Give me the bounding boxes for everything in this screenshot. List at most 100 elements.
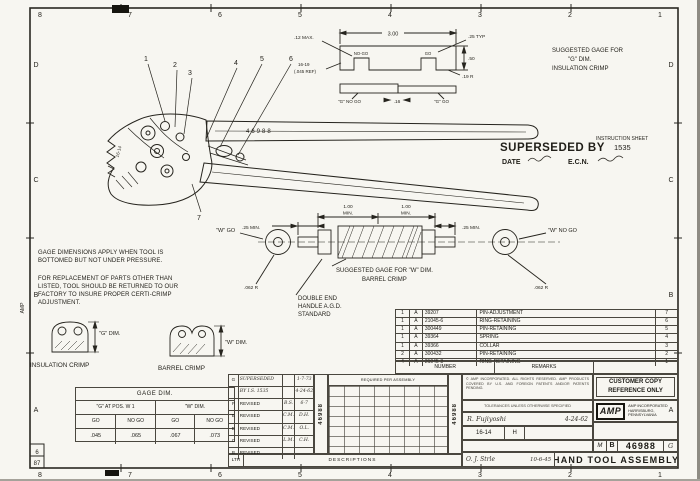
loc-cell: M [597, 443, 603, 449]
wire-range-row: 16-14 H [462, 426, 593, 440]
drawing-name-block [593, 422, 678, 440]
part-description: COLLAR [476, 342, 655, 350]
rev-ltr: G [231, 377, 236, 382]
table-row: 1 A 300449 PIN-RETAINING 5 [396, 325, 677, 334]
part-item: 6 [655, 318, 677, 326]
insulation-crimp-caption: INSULATION CRIMP [30, 362, 89, 369]
callout-leaders [147, 63, 292, 213]
rev-ltr: F [231, 401, 235, 407]
superseded-by-text: SUPERSEDED BY [500, 142, 605, 154]
gage-table-title: GAGE DIM. [136, 391, 174, 397]
vertical-drawing-number: 46988 [448, 374, 462, 454]
gage-g-edge-go: "G" GO [434, 99, 449, 104]
rev-desc: REVISED [237, 423, 282, 435]
rev-by: B.S. [281, 399, 295, 411]
part-qty: 2 [401, 350, 404, 357]
superseded-stamp: SUPERSEDED BY INSTRUCTION SHEET 1535 DAT… [500, 136, 648, 166]
drawn-by-signature: R. Fujiyoshi [467, 415, 507, 423]
gage-g-title-2: "G" DIM. [568, 57, 592, 63]
gage-g-max-dim: .12 MAX. [294, 35, 314, 41]
callout-7: 7 [197, 215, 201, 222]
callout-2: 2 [173, 62, 177, 69]
pivot-linkage [207, 145, 249, 166]
revision-row: C REVISED L.M. C.H. [229, 434, 313, 447]
wire-code-value: H [504, 427, 524, 439]
revision-header-strip: LTR DESCRIPTIONS [228, 454, 462, 467]
part-code: A [408, 350, 422, 358]
copyright-note: © AMP INCORPORATED. ALL RIGHTS RESERVED.… [462, 374, 593, 400]
callout-6: 6 [289, 56, 293, 63]
part-qty: 1 [401, 334, 404, 341]
revision-row: E REVISED C.M. D.H. [229, 410, 313, 423]
drawing-number-row: M B 46988 G [593, 440, 678, 452]
upper-handle [205, 120, 539, 142]
parts-footer-number: NUMBER [434, 364, 456, 370]
gage-table-group-w: "W" DIM. [155, 401, 234, 414]
company-block: AMP AMP INCORPORATED HARRISBURG, PENNSYL… [593, 400, 678, 422]
gage-table-header: GO [91, 418, 100, 424]
wire-range-value: 16-14 [475, 430, 492, 436]
part-description: SPRING [476, 334, 655, 342]
gage-g-ref-note-1: 16-19 [298, 62, 310, 67]
zone-number: 1 [658, 472, 662, 479]
gage-g-16-dim: .16 [394, 99, 401, 105]
part-description: PIN-RETAINING [476, 326, 655, 334]
vertical-number-text: 46988 [318, 403, 324, 425]
approved-by-row: O. J. Strle 10-6-45 [463, 456, 554, 463]
zone-letter: D [668, 62, 673, 69]
zone-letter: A [34, 407, 39, 414]
scale-row [462, 440, 593, 452]
part-number: 39364 [421, 334, 477, 342]
instruction-sheet-label: INSTRUCTION SHEET [596, 136, 648, 142]
part-number: 39207 [421, 310, 477, 318]
gage-g-length-dim: 3.00 [388, 32, 399, 38]
barrel-crimp-section [169, 325, 215, 357]
zone-number: 7 [128, 12, 132, 19]
part-description: RING-RETAINING [476, 318, 655, 326]
note-1-line-1: GAGE DIMENSIONS APPLY WHEN TOOL IS [38, 250, 163, 256]
revision-letter: G [663, 441, 677, 451]
rev-desc: REVISED [237, 447, 282, 459]
rev-date [294, 447, 313, 459]
die-marking: 16-14 [115, 145, 123, 158]
quantity-grid-cells [329, 386, 447, 454]
barrel-crimp-caption: BARREL CRIMP [158, 365, 205, 372]
tool-head [106, 113, 213, 206]
rev-ltr-header: LTR [231, 458, 241, 463]
rev-ltr [229, 387, 238, 398]
rev-date: O.L. [294, 423, 313, 435]
gage-w-min-left: .25 MIN. [242, 225, 260, 231]
handwritten-date-entry [527, 155, 552, 162]
part-code: A [408, 334, 422, 342]
rev-ltr: D [231, 425, 236, 431]
rev-ltr: E [231, 413, 235, 419]
part-code: A [408, 326, 422, 334]
revision-row: B REVISED [229, 446, 313, 459]
drawn-date: 4-24-62 [564, 415, 588, 423]
gage-g-height-dim: .50 [468, 56, 475, 62]
note-2-line-1: FOR REPLACEMENT OF PARTS OTHER THAN [38, 276, 172, 282]
customer-copy-line-1: CUSTOMER COPY [609, 379, 662, 385]
part-number: 21045-6 [421, 318, 477, 326]
gage-w-go-end-view [265, 229, 291, 255]
rev-ltr: B [231, 449, 235, 455]
w-dim-label: "W" DIM. [225, 340, 248, 346]
callout-5: 5 [260, 56, 264, 63]
revision-table: G SUPERSEDED 1-7-73 BY I.S. 1535 4-24-62… [228, 374, 314, 459]
gage-w-nogo-end-view [492, 229, 518, 255]
zone-number: 6 [218, 12, 222, 19]
rev-date: 1-7-73 [294, 375, 313, 387]
company-name-2: HARRISBURG, PENNSYLVANIA [628, 408, 657, 418]
part-code: A [408, 342, 422, 350]
g-dim-label: "G" DIM. [99, 331, 121, 337]
title-row: O. J. Strle 10-6-45 HAND TOOL ASSEMBLY [462, 452, 678, 467]
rev-date: 6-7 [294, 399, 313, 411]
note-2-line-3: FACTORY TO INSURE PROPER CERTI-CRIMP [38, 292, 172, 298]
size-cell: B [605, 441, 618, 451]
callout-3: 3 [188, 70, 192, 77]
zone-number: 8 [38, 12, 42, 19]
rev-date: D.H. [294, 411, 313, 423]
parts-footer-spacer [592, 362, 677, 373]
table-row: 2 A 300432 PIN-RETAINING 2 [396, 349, 677, 358]
